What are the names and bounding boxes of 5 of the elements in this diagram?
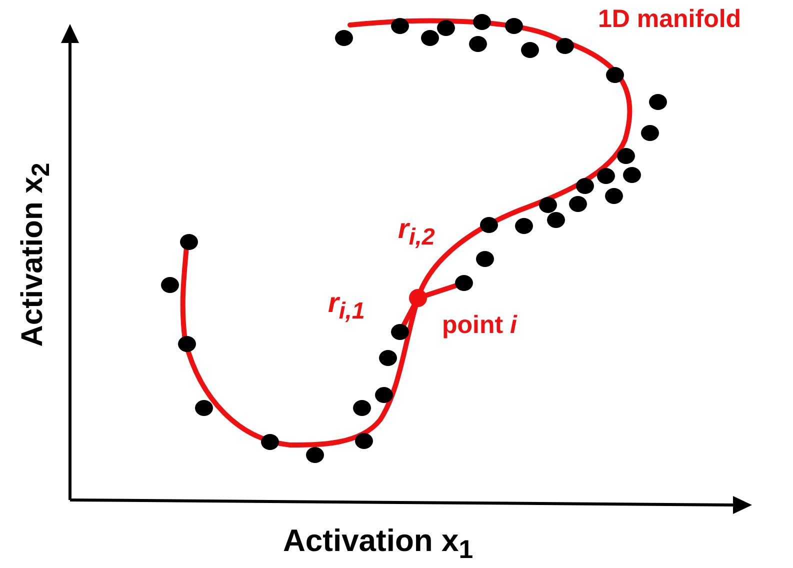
distance-label: r$_{i,2}$ xyxy=(398,214,435,250)
axis-title: Activation x$_{1}$ xyxy=(283,524,474,565)
curve-label: 1D manifold xyxy=(598,6,742,34)
distance-label: r$_{i,1}$ xyxy=(328,288,365,324)
point-label: point i xyxy=(442,312,517,340)
